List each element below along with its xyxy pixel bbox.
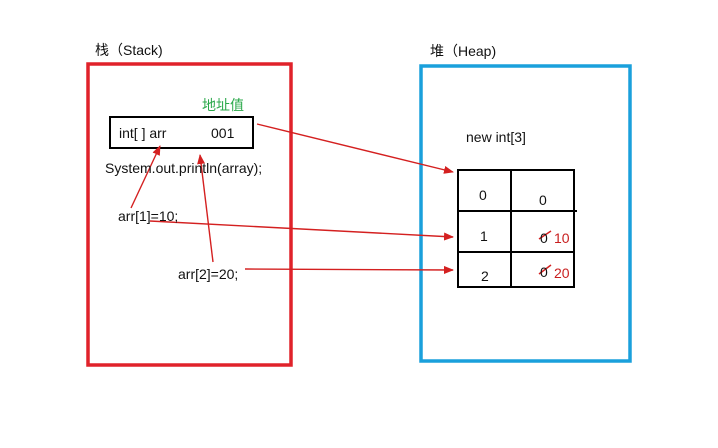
arrow-assign1-to-arr [130,145,161,209]
strike-mark-1 [538,230,552,240]
stack-box [86,62,293,367]
array-table [457,169,577,288]
arrow-assign2-to-arr [197,154,214,263]
strike-mark-2 [538,264,552,275]
address-value: 001 [211,125,235,141]
stack-title: 栈（Stack) [95,42,163,58]
array-index-2: 2 [481,268,489,284]
arrow-assign2-to-index2 [244,265,454,274]
assign-statement-2: arr[2]=20; [178,266,239,282]
array-index-0: 0 [479,187,487,203]
array-old-value-2: 0 [540,264,548,280]
heap-box [419,64,632,363]
array-new-value-2: 20 [554,265,570,281]
array-new-value-1: 10 [554,230,570,246]
new-array-expression: new int[3] [466,129,526,145]
assign-statement-1: arr[1]=10; [118,208,179,224]
heap-title: 堆（Heap) [430,43,497,59]
array-old-value-1: 0 [540,230,548,246]
arrow-assign1-to-index1 [149,220,454,241]
arrow-address-to-heap [256,123,454,174]
array-index-1: 1 [480,228,488,244]
variable-box [109,116,254,149]
address-note: 地址值 [202,97,244,113]
array-value-0: 0 [539,192,547,208]
variable-declaration: int[ ] arr [119,125,167,141]
print-statement: System.out.println(array); [105,160,263,176]
